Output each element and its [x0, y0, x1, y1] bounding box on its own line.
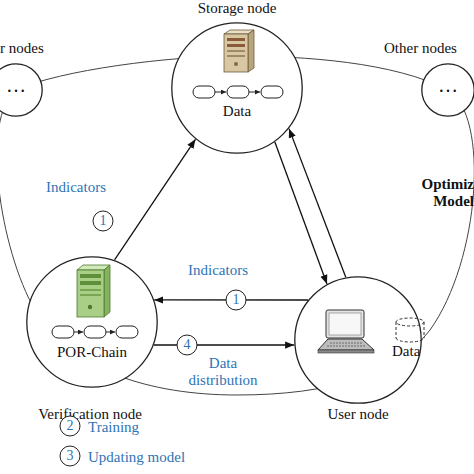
- node-outline: [294, 276, 422, 404]
- server-side: [104, 265, 110, 317]
- server-button: [234, 62, 238, 66]
- callout-number: 1: [93, 213, 113, 229]
- server-bay: [227, 50, 245, 52]
- server-button: [88, 305, 92, 309]
- chain-block: [227, 86, 249, 98]
- node-title: User node: [288, 406, 428, 423]
- chain-block: [52, 326, 74, 338]
- arrow-connector: [115, 139, 196, 260]
- callout-circle: [60, 446, 80, 466]
- server-icon: [224, 30, 254, 72]
- callout-number: 4: [177, 337, 197, 353]
- node-outline: [171, 22, 303, 154]
- callout-circle: [93, 211, 113, 231]
- laptop-keys: [330, 343, 362, 344]
- node-title: Other nodes: [384, 40, 474, 57]
- callout-circle: [177, 335, 197, 355]
- arrow-connector: [289, 129, 346, 278]
- laptop-display: [329, 313, 361, 335]
- arrow-connector: [275, 142, 327, 284]
- node-outline: [26, 256, 158, 388]
- chain-block: [193, 86, 215, 98]
- storage-node: Storage nodeData: [171, 22, 303, 154]
- node-circle: [422, 64, 474, 116]
- database-icon: [396, 318, 424, 342]
- callout-circle: [60, 416, 80, 436]
- server-top: [224, 30, 254, 34]
- chain-link: [74, 332, 83, 333]
- legend-text: Training: [88, 419, 139, 435]
- user-node: DataUser node: [294, 276, 422, 404]
- node-text: Data: [392, 343, 432, 360]
- laptop-icon: [318, 310, 374, 353]
- node-circle: [172, 23, 302, 153]
- block-chain: [52, 326, 138, 338]
- ellipsis-text: …: [0, 75, 43, 95]
- arrow-connector: [154, 299, 308, 300]
- edge-group: [115, 129, 346, 345]
- server-bay: [227, 55, 245, 57]
- database-top: [396, 318, 424, 326]
- database-side: [424, 322, 425, 338]
- chain-link: [106, 332, 115, 333]
- chain-block: [84, 326, 106, 338]
- node-title: Storage node: [137, 0, 337, 17]
- server-bay: [227, 44, 245, 47]
- verification-node: POR-ChainVerification node: [26, 256, 158, 388]
- node-text: Data: [171, 103, 303, 120]
- server-bay: [227, 38, 245, 41]
- callout-number: 2: [60, 418, 80, 434]
- ellipsis-text: …: [421, 75, 474, 95]
- legend-text: Updating model: [88, 449, 185, 465]
- server-body: [224, 34, 248, 72]
- laptop-base: [318, 339, 374, 350]
- server-bay: [80, 289, 101, 291]
- chain-block: [116, 326, 138, 338]
- server-body: [77, 270, 104, 317]
- peer-node: r nodes…: [0, 63, 43, 117]
- node-text: POR-Chain: [26, 344, 158, 361]
- chain-block: [261, 86, 283, 98]
- model-caption: Optimiz Model: [394, 176, 474, 210]
- laptop-keys: [327, 346, 365, 347]
- database-side: [396, 322, 397, 338]
- server-icon: [77, 265, 110, 317]
- server-bay: [80, 281, 101, 285]
- network-ring: [0, 56, 474, 395]
- arrow-connector: [154, 344, 294, 345]
- laptop-edge: [318, 350, 374, 353]
- node-circle: [295, 277, 421, 403]
- server-top: [77, 265, 110, 270]
- callout-number: 3: [60, 448, 80, 464]
- node-title: r nodes: [0, 40, 60, 57]
- callout-number: 1: [226, 292, 246, 308]
- edge-label: Data distribution: [183, 355, 263, 389]
- edge-label: Indicators: [36, 179, 116, 196]
- legend-entry: Training: [88, 418, 139, 436]
- peer-node: Other nodes…: [421, 63, 474, 117]
- server-bay: [80, 294, 101, 296]
- server-bay: [80, 274, 101, 278]
- database-bottom: [396, 338, 424, 342]
- node-circle: [27, 257, 157, 387]
- laptop-screen: [326, 310, 364, 338]
- block-chain: [193, 86, 283, 98]
- legend-entry: Updating model: [88, 448, 185, 466]
- server-side: [248, 30, 254, 72]
- node-circle: [0, 64, 42, 116]
- chain-link: [249, 92, 260, 93]
- callout-circle: [226, 290, 246, 310]
- chain-link: [215, 92, 226, 93]
- edge-label: Indicators: [178, 262, 258, 279]
